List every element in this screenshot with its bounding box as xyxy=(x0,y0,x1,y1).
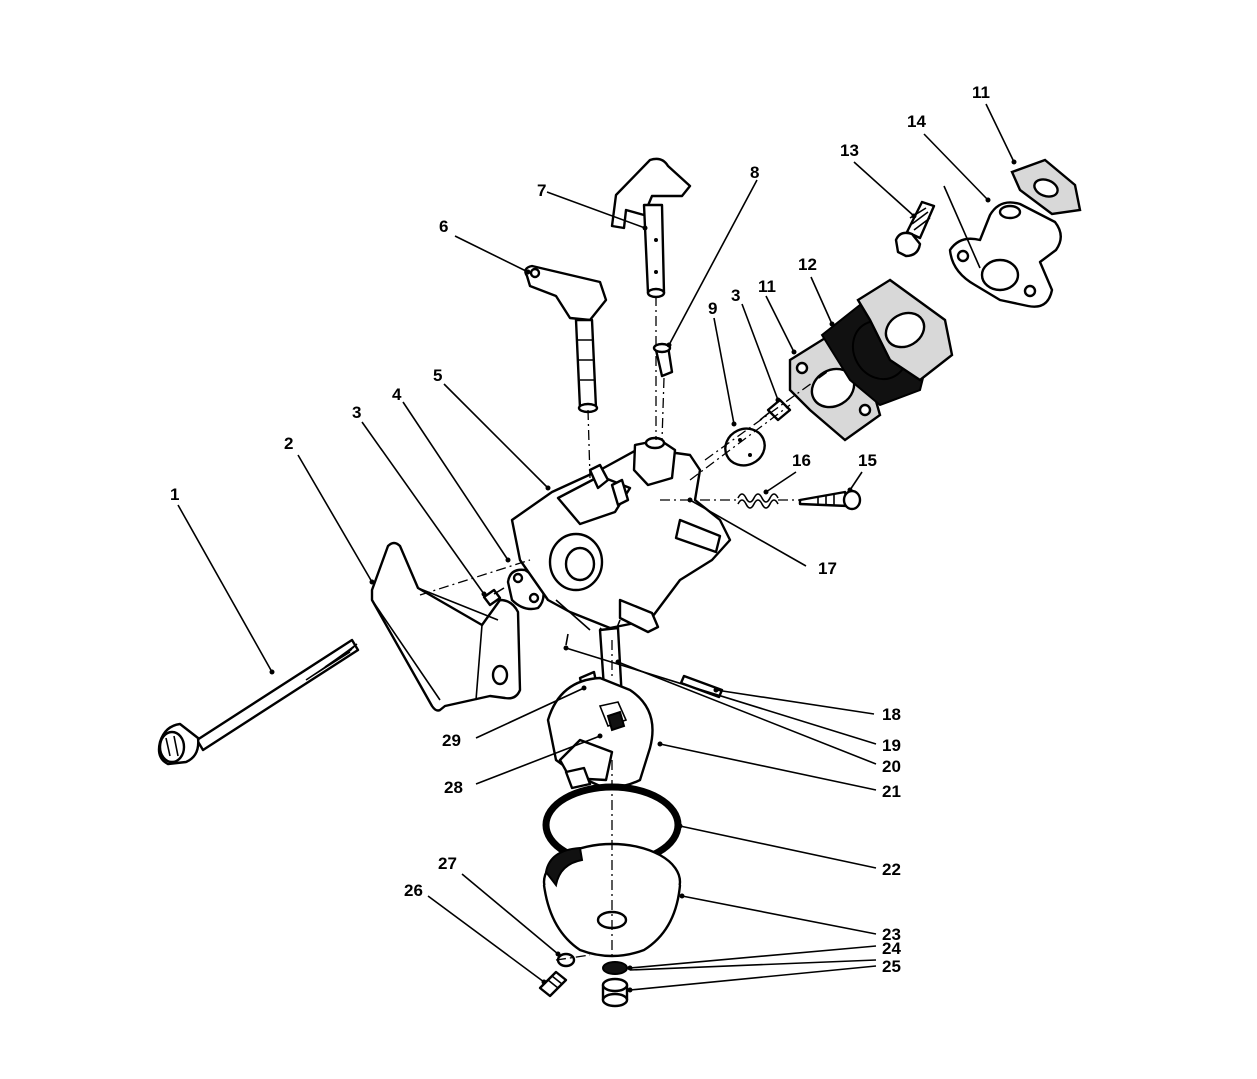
callout-23: 23 xyxy=(882,925,901,944)
part-24-washer xyxy=(602,961,628,975)
callout-6: 6 xyxy=(439,217,448,236)
part-6-throttle-lever xyxy=(524,264,608,414)
callout-28: 28 xyxy=(444,778,463,797)
part-12-insulator xyxy=(820,278,954,407)
callout-3-right: 3 xyxy=(731,286,740,305)
callout-13: 13 xyxy=(840,141,859,160)
part-9-plate xyxy=(724,427,766,467)
part-16-spring xyxy=(737,493,779,509)
part-2-shield-bracket xyxy=(370,541,522,712)
part-13-bolt xyxy=(894,200,936,258)
part-25-bowl-nut xyxy=(601,977,629,1008)
callout-22: 22 xyxy=(882,860,901,879)
callout-11-upper: 11 xyxy=(972,83,990,102)
part-7-choke-lever xyxy=(610,157,692,299)
callout-18: 18 xyxy=(882,705,901,724)
part-11-gasket-upper xyxy=(1010,158,1082,216)
callout-15: 15 xyxy=(858,451,877,470)
callout-labels: 1 2 3 4 5 6 7 8 9 3 11 12 13 14 11 16 15… xyxy=(170,83,990,976)
callout-24: 24 xyxy=(882,939,901,958)
callout-20: 20 xyxy=(882,757,901,776)
callout-8: 8 xyxy=(750,163,759,182)
callout-19: 19 xyxy=(882,736,901,755)
callout-12: 12 xyxy=(798,255,817,274)
callout-11-lower: 11 xyxy=(758,277,776,296)
part-3-screw-left xyxy=(482,587,505,607)
callout-25: 25 xyxy=(882,957,901,976)
part-14-intake-elbow xyxy=(948,201,1062,308)
part-18-pin xyxy=(679,674,724,699)
callout-5: 5 xyxy=(433,366,442,385)
part-19-pin xyxy=(565,633,569,646)
callout-17: 17 xyxy=(818,559,837,578)
callout-29: 29 xyxy=(442,731,461,750)
callout-7: 7 xyxy=(537,181,546,200)
part-15-needle xyxy=(798,489,862,511)
callout-27: 27 xyxy=(438,854,457,873)
callout-14: 14 xyxy=(907,112,926,131)
leader-lines xyxy=(177,103,1017,993)
assembly-centerlines xyxy=(419,296,831,961)
callout-16: 16 xyxy=(792,451,811,470)
part-8-screw xyxy=(652,342,674,378)
part-5-carburetor-body xyxy=(510,436,732,642)
part-1-long-bolt xyxy=(157,638,360,766)
callout-2: 2 xyxy=(284,434,293,453)
callout-9: 9 xyxy=(708,299,717,318)
part-26-screw xyxy=(538,970,568,998)
part-21-float xyxy=(546,676,654,790)
callout-26: 26 xyxy=(404,881,423,900)
callout-4: 4 xyxy=(392,385,402,404)
callout-3-left: 3 xyxy=(352,403,361,422)
callout-1: 1 xyxy=(170,485,179,504)
callout-21: 21 xyxy=(882,782,901,801)
